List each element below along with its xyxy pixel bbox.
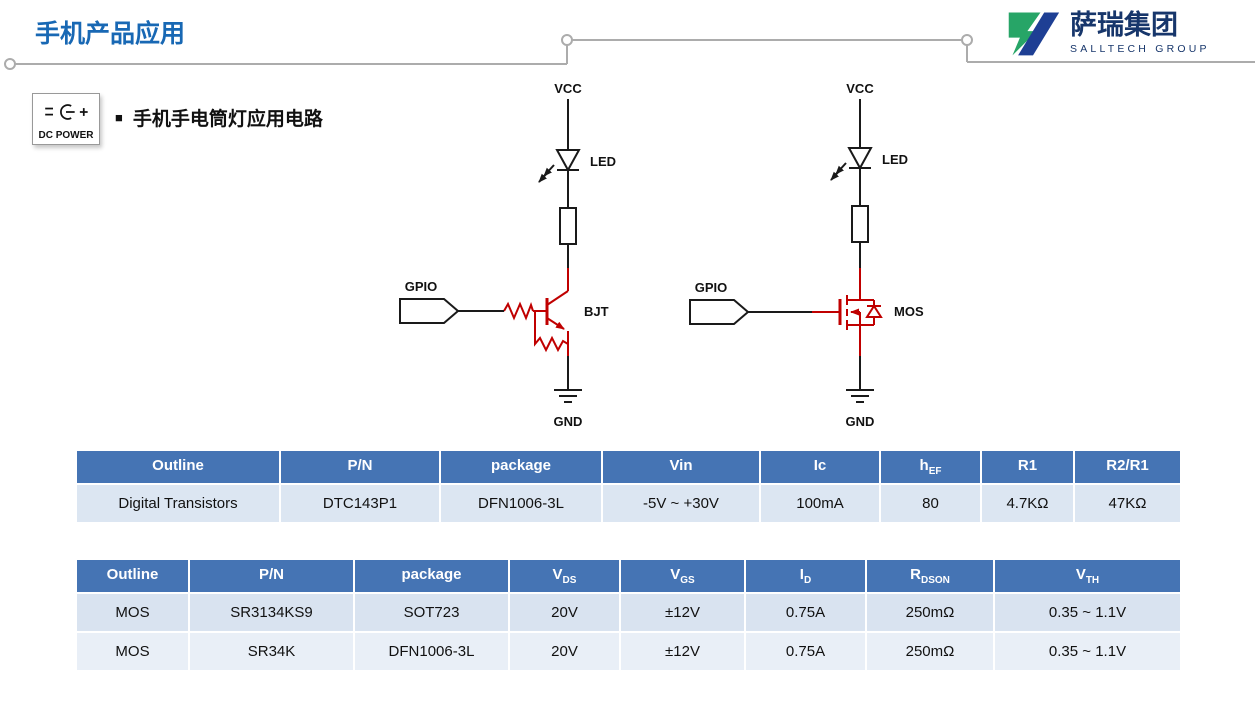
table-row: Digital Transistors DTC143P1 DFN1006-3L … [75, 483, 1182, 524]
column-header: package [439, 449, 603, 485]
column-header: Outline [75, 449, 281, 485]
table-cell: SR3134KS9 [188, 592, 355, 633]
table-cell: SOT723 [353, 592, 510, 633]
table-cell: ±12V [619, 592, 746, 633]
gpio-connector-icon [399, 298, 460, 324]
table-cell: 80 [879, 483, 982, 524]
column-header: hEF [879, 449, 982, 485]
column-header: ID [744, 558, 867, 594]
mosfet-icon [838, 295, 883, 330]
page-title: 手机产品应用 [35, 20, 186, 48]
table-cell: 250mΩ [865, 592, 995, 633]
gnd-label: GND [846, 414, 875, 429]
led-label: LED [590, 154, 616, 169]
column-header: Outline [75, 558, 190, 594]
led-icon [538, 149, 581, 183]
circuit-diagram: VCC LED BJT [399, 81, 924, 429]
table-cell: MOS [75, 631, 190, 672]
gnd-icon [554, 389, 582, 403]
table-cell: MOS [75, 592, 190, 633]
header-row: Outline P/N package Vin Ic hEF R1 R2/R1 [75, 449, 1182, 485]
decoration-node [4, 58, 16, 70]
digital-transistor-table: Outline P/N package Vin Ic hEF R1 R2/R1 … [75, 449, 1182, 524]
column-header: VTH [993, 558, 1182, 594]
resistor-icon [851, 205, 869, 243]
dc-power-icon [45, 104, 88, 120]
column-header: Ic [759, 449, 881, 485]
bjt-transistor-icon [503, 290, 569, 356]
table-cell: 0.35 ~ 1.1V [993, 592, 1182, 633]
table-cell: 4.7KΩ [980, 483, 1075, 524]
table-cell: DFN1006-3L [353, 631, 510, 672]
table-cell: Digital Transistors [75, 483, 281, 524]
logo-name: 萨瑞集团 [1070, 10, 1178, 41]
led-icon [830, 147, 873, 181]
table-cell: 100mA [759, 483, 881, 524]
gnd-icon [846, 389, 874, 403]
table-cell: 0.75A [744, 631, 867, 672]
vcc-label: VCC [846, 81, 874, 96]
column-header: R2/R1 [1073, 449, 1182, 485]
mos-circuit: VCC LED [689, 81, 924, 429]
column-header: P/N [279, 449, 441, 485]
bjt-device-label: BJT [584, 304, 609, 319]
table-row: MOS SR3134KS9 SOT723 20V ±12V 0.75A 250m… [75, 592, 1182, 633]
table-cell: DFN1006-3L [439, 483, 603, 524]
base-emitter-resistor-icon [534, 311, 569, 353]
decoration-node [961, 34, 973, 46]
logo-mark-icon [1008, 12, 1060, 56]
table-cell: -5V ~ +30V [601, 483, 761, 524]
table-cell: 47KΩ [1073, 483, 1182, 524]
gnd-label: GND [554, 414, 583, 429]
decoration-node [561, 34, 573, 46]
company-logo: 萨瑞集团 SALLTECH GROUP [1005, 8, 1210, 58]
table-cell: 0.35 ~ 1.1V [993, 631, 1182, 672]
logo-subtitle: SALLTECH GROUP [1070, 42, 1210, 55]
bullet-square-icon: ■ [115, 110, 123, 125]
header-row: Outline P/N package VDS VGS ID RDSON VTH [75, 558, 1182, 594]
table-row: MOS SR34K DFN1006-3L 20V ±12V 0.75A 250m… [75, 631, 1182, 672]
table-cell: 20V [508, 592, 621, 633]
body-diode-icon [860, 299, 883, 326]
table-cell: SR34K [188, 631, 355, 672]
dc-power-badge: DC POWER [32, 93, 100, 145]
column-header: R1 [980, 449, 1075, 485]
column-header: VGS [619, 558, 746, 594]
section-heading: 手机手电筒灯应用电路 [132, 109, 323, 130]
section-heading-row: ■ 手机手电筒灯应用电路 [115, 104, 323, 131]
led-label: LED [882, 152, 908, 167]
column-header: Vin [601, 449, 761, 485]
column-header: package [353, 558, 510, 594]
bjt-circuit: VCC LED BJT [399, 81, 616, 429]
dc-power-label: DC POWER [38, 130, 94, 141]
table-cell: 250mΩ [865, 631, 995, 672]
vcc-label: VCC [554, 81, 582, 96]
gpio-label: GPIO [405, 279, 438, 294]
column-header: P/N [188, 558, 355, 594]
column-header: VDS [508, 558, 621, 594]
table-cell: 20V [508, 631, 621, 672]
table-cell: 0.75A [744, 592, 867, 633]
mos-device-label: MOS [894, 304, 924, 319]
table-cell: ±12V [619, 631, 746, 672]
mos-table: Outline P/N package VDS VGS ID RDSON VTH… [75, 558, 1182, 672]
column-header: RDSON [865, 558, 995, 594]
resistor-icon [559, 207, 577, 245]
base-resistor-icon [503, 301, 534, 321]
gpio-label: GPIO [695, 280, 728, 295]
table-cell: DTC143P1 [279, 483, 441, 524]
gpio-connector-icon [689, 299, 750, 325]
